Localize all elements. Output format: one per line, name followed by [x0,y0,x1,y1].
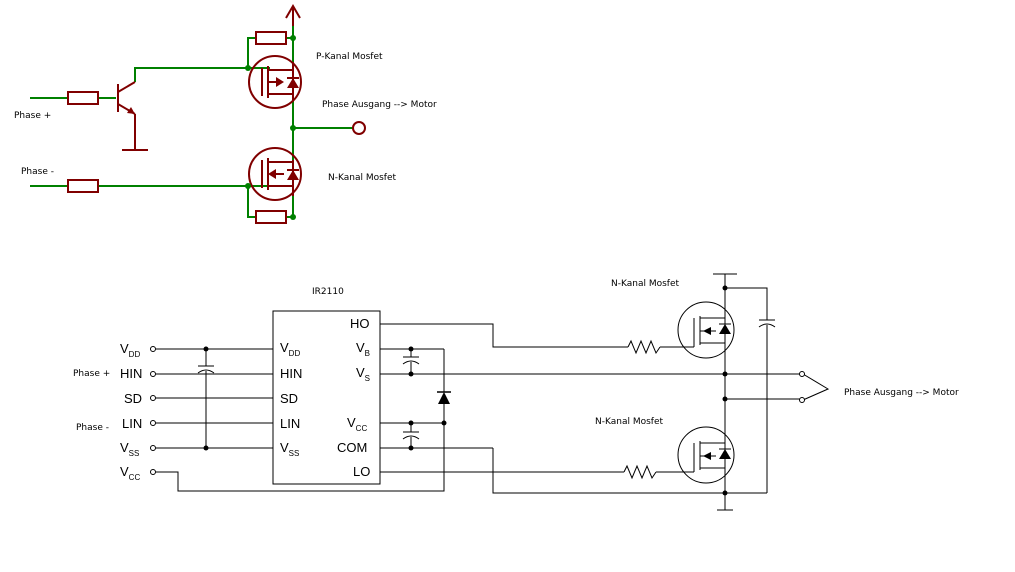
ic-pin-ho: HO [350,316,370,331]
output-terminal-top-icon [799,371,805,377]
svg-text:VSS: VSS [120,440,139,458]
low-gate-resistor-icon [623,464,657,480]
terminal-vdd-icon [150,346,156,352]
svg-text:VCC: VCC [120,464,140,482]
input-vdd: V [120,341,129,356]
ic-pin-vss-sub: SS [289,449,300,458]
svg-text:VSS: VSS [280,440,299,458]
n-mosfet-icon [248,147,302,201]
top-gate-resistor-n [255,210,287,224]
p-mosfet-icon [248,55,302,109]
svg-text:VB: VB [356,340,370,358]
input-hin: HIN [120,366,142,381]
ic-name-label: IR2110 [312,287,344,297]
terminal-vcc-icon [150,469,156,475]
ic-pin-lin: LIN [280,416,300,431]
top-circuit: Phase + Phase - P-Kanal Mosfet Phase Aus… [14,4,437,224]
top-nodes [245,35,296,220]
ic-pin-vdd-sub: DD [289,349,301,358]
high-mosfet-label: N-Kanal Mosfet [611,279,679,289]
top-output-label: Phase Ausgang --> Motor [322,100,437,110]
top-gate-resistor-p [255,31,287,45]
supply-arrowhead-icon [285,4,301,19]
ic-pin-vcc: V [347,415,356,430]
top-wires [30,14,353,218]
input-lin: LIN [122,416,142,431]
input-vss-sub: SS [129,449,140,458]
ic-pin-vb: V [356,340,365,355]
input-vdd-sub: DD [129,350,141,359]
ic-pin-hin: HIN [280,366,302,381]
ic-pin-vs-sub: S [365,374,370,383]
ic-pin-lo: LO [353,464,370,479]
svg-text:VS: VS [356,365,370,383]
bottom-circuit: IR2110 VDD HIN SD LIN VSS HO VB VS VCC C… [73,273,959,511]
ic-right-pins: HO VB VS VCC COM LO [337,316,370,479]
bottom-phase-minus-label: Phase - [76,423,109,433]
top-phase-plus-label: Phase + [14,111,51,121]
top-components [67,4,366,224]
top-output-terminal-icon [352,121,366,135]
npn-transistor-icon [117,81,148,151]
terminal-vss-icon [150,445,156,451]
svg-text:VDD: VDD [120,341,140,359]
terminal-lin-icon [150,420,156,426]
low-mosfet-label: N-Kanal Mosfet [595,417,663,427]
input-terminals: VDD HIN SD LIN VSS VCC Phase + Phase - [73,341,156,482]
bottom-wires [156,273,830,511]
output-terminal-bottom-icon [799,397,805,403]
top-n-mosfet-label: N-Kanal Mosfet [328,173,396,183]
bootstrap-diode-icon [437,391,451,423]
top-p-mosfet-label: P-Kanal Mosfet [316,52,383,62]
ic-pin-com: COM [337,440,367,455]
top-gate-resistor-n-input [67,179,99,193]
ic-pin-vdd: V [280,340,289,355]
bottom-output-label: Phase Ausgang --> Motor [844,388,959,398]
bottom-phase-plus-label: Phase + [73,369,110,379]
terminal-sd-icon [150,395,156,401]
terminal-hin-icon [150,371,156,377]
ic-pin-sd: SD [280,391,298,406]
high-gate-resistor-icon [627,339,661,355]
input-vss: V [120,440,129,455]
top-base-resistor [67,91,99,105]
ic-pin-vb-sub: B [365,349,370,358]
ic-left-pins: VDD HIN SD LIN VSS [280,340,302,458]
svg-text:VCC: VCC [347,415,367,433]
ic-pin-vss: V [280,440,289,455]
ic-pin-vs: V [356,365,365,380]
input-vcc: V [120,464,129,479]
low-side-mosfet-icon [677,426,735,484]
ic-pin-vcc-sub: CC [356,424,368,433]
svg-text:VDD: VDD [280,340,300,358]
top-phase-minus-label: Phase - [21,167,54,177]
high-side-mosfet-icon [677,301,735,359]
bottom-nodes [203,285,728,496]
input-sd: SD [124,391,142,406]
input-vcc-sub: CC [129,473,141,482]
